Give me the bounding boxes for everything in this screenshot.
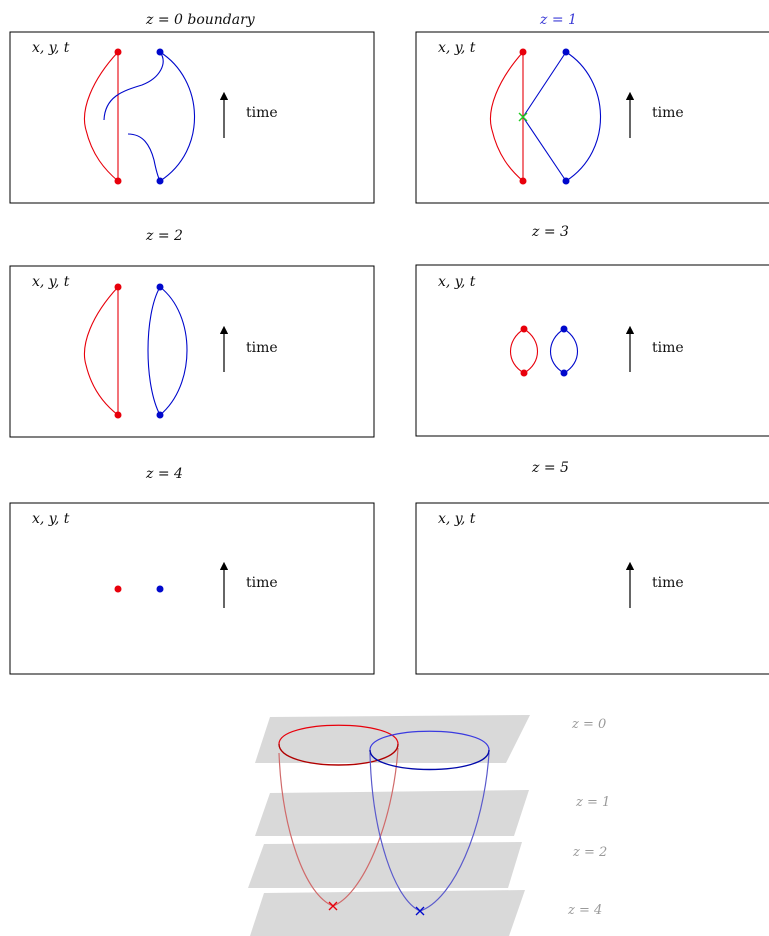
panel-frame bbox=[9, 502, 375, 675]
slab-z0 bbox=[255, 715, 530, 763]
blue-surface-right bbox=[419, 752, 490, 912]
blue-outer-curve bbox=[159, 51, 196, 182]
red-ellipse-back bbox=[278, 724, 399, 745]
red-endpoint bbox=[520, 325, 528, 333]
slab-z1 bbox=[255, 790, 529, 836]
coord-label: x, y, t bbox=[32, 40, 70, 56]
blue-endpoint bbox=[562, 177, 570, 185]
blue-tip-x-icon bbox=[415, 906, 425, 916]
blue-point bbox=[156, 585, 164, 593]
red-left-curve bbox=[510, 328, 525, 374]
panel-title: z = 2 bbox=[145, 228, 183, 244]
red-endpoint bbox=[114, 283, 122, 291]
panel-frame bbox=[415, 31, 769, 204]
red-endpoint bbox=[114, 411, 122, 419]
blue-endpoint bbox=[156, 177, 164, 185]
blue-crossing-upper bbox=[103, 51, 164, 121]
panel-z2: z = 2 x, y, t time bbox=[9, 228, 375, 438]
time-label: time bbox=[652, 340, 684, 356]
panel-z4: z = 4 x, y, t time bbox=[9, 466, 375, 675]
slab-z4 bbox=[250, 890, 525, 936]
coord-label: x, y, t bbox=[32, 511, 70, 527]
time-label: time bbox=[652, 105, 684, 121]
slab-label-z2: z = 2 bbox=[572, 845, 607, 860]
red-right-curve bbox=[523, 328, 538, 374]
blue-outer-curve bbox=[565, 51, 602, 182]
slab-z2 bbox=[248, 842, 522, 888]
panel-frame bbox=[9, 31, 375, 204]
panel-z1: z = 1 x, y, t time bbox=[415, 12, 769, 204]
crossing-x-icon bbox=[518, 112, 528, 122]
slab-label-z4: z = 4 bbox=[567, 903, 602, 918]
panel-frame bbox=[415, 502, 769, 675]
panel-title: z = 4 bbox=[145, 466, 183, 482]
time-label: time bbox=[246, 340, 278, 356]
time-label: time bbox=[652, 575, 684, 591]
panel-z0: z = 0 boundary x, y, t time bbox=[9, 12, 375, 204]
slab-label-z0: z = 0 bbox=[571, 717, 606, 732]
red-curved-line bbox=[489, 51, 524, 182]
blue-endpoint bbox=[156, 411, 164, 419]
blue-left-curve bbox=[147, 286, 161, 416]
blue-endpoint bbox=[156, 283, 164, 291]
red-endpoint bbox=[114, 177, 122, 185]
panel-title: z = 1 bbox=[539, 12, 577, 28]
blue-endpoint bbox=[562, 48, 570, 56]
slab-label-z1: z = 1 bbox=[575, 795, 610, 810]
blue-right-curve bbox=[563, 328, 578, 374]
red-surface-left bbox=[278, 752, 334, 907]
panel-frame bbox=[9, 265, 375, 438]
red-endpoint bbox=[519, 177, 527, 185]
red-endpoint bbox=[520, 369, 528, 377]
panel-title: z = 5 bbox=[531, 460, 569, 476]
blue-ellipse-front bbox=[369, 749, 490, 771]
panel-title: z = 0 boundary bbox=[145, 12, 256, 28]
panel-z5: z = 5 x, y, t time bbox=[415, 460, 769, 675]
blue-crossing-lower bbox=[127, 133, 161, 182]
red-curved-line bbox=[83, 286, 119, 416]
panel-title: z = 3 bbox=[531, 224, 569, 240]
red-surface-right bbox=[332, 747, 399, 907]
red-endpoint bbox=[519, 48, 527, 56]
panel-frame bbox=[415, 264, 769, 437]
blue-left-curve bbox=[550, 328, 565, 374]
blue-right-curve bbox=[159, 286, 188, 416]
time-label: time bbox=[246, 575, 278, 591]
panel-z3: z = 3 x, y, t time bbox=[415, 224, 769, 437]
blue-line-from-crossing bbox=[522, 116, 567, 182]
blue-endpoint bbox=[560, 325, 568, 333]
blue-surface-left bbox=[369, 752, 421, 912]
time-label: time bbox=[246, 105, 278, 121]
coord-label: x, y, t bbox=[438, 511, 476, 527]
blue-endpoint bbox=[560, 369, 568, 377]
red-tip-x-icon bbox=[328, 901, 338, 911]
red-endpoint bbox=[114, 48, 122, 56]
blue-line-to-crossing bbox=[522, 51, 567, 118]
bulk-diagram: z = 0 z = 1 z = 2 z = 4 bbox=[248, 715, 610, 936]
coord-label: x, y, t bbox=[32, 274, 70, 290]
red-point bbox=[114, 585, 122, 593]
blue-ellipse-back bbox=[369, 730, 490, 751]
red-curved-line bbox=[83, 51, 119, 182]
coord-label: x, y, t bbox=[438, 40, 476, 56]
blue-endpoint bbox=[156, 48, 164, 56]
coord-label: x, y, t bbox=[438, 274, 476, 290]
red-ellipse-front bbox=[278, 743, 399, 766]
